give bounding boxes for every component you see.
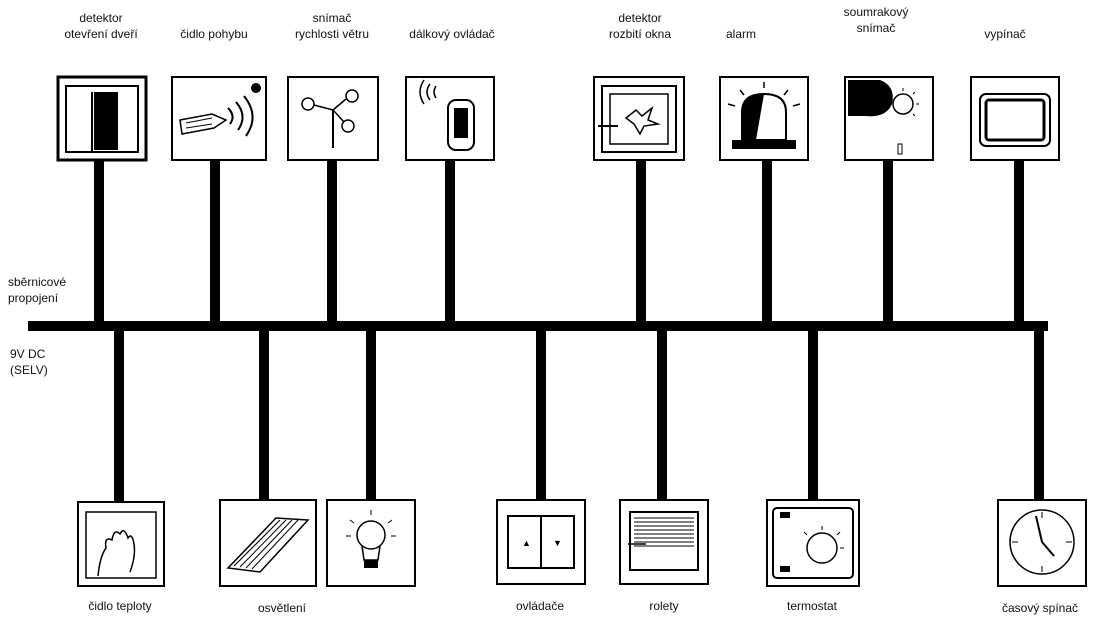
connector-light-panel [259, 326, 269, 500]
bus-label-line: sběrnicové [8, 275, 67, 289]
label-line: rychlosti větru [294, 27, 370, 41]
motion-sensor-icon [171, 76, 267, 161]
label-line: soumrakový [843, 5, 909, 19]
connector-bulb [366, 326, 376, 500]
connector-switch [1014, 160, 1024, 326]
label-line: detektor [618, 11, 662, 25]
label-dusk-sensor: soumrakový snímač [826, 4, 926, 36]
label-line: alarm [725, 27, 756, 41]
label-wind-sensor: snímač rychlosti větru [276, 10, 388, 42]
label-line: detektor [79, 11, 123, 25]
connector-motion [210, 160, 220, 326]
switch-icon [970, 76, 1060, 161]
connector-clock [1034, 326, 1044, 500]
svg-text:▲: ▲ [522, 538, 531, 548]
clock-icon [997, 499, 1087, 587]
label-door-detector: detektor otevření dveří [40, 10, 162, 42]
connector-remote [445, 160, 455, 326]
label-alarm: alarm [705, 10, 777, 42]
connector-dusk [883, 160, 893, 326]
label-motion-sensor: čidlo pohybu [156, 10, 272, 42]
label-temperature-sensor: čidlo teploty [88, 599, 152, 613]
svg-text:▼: ▼ [553, 538, 562, 548]
anemometer-icon [287, 76, 379, 161]
label-switch: vypínač [960, 10, 1050, 42]
top-connectors [94, 160, 1024, 326]
connector-door [94, 160, 104, 326]
alarm-light-icon [719, 76, 809, 161]
label-lighting: osvětlení [257, 601, 307, 615]
bus-label-line: propojení [8, 291, 59, 305]
remote-control-icon [405, 76, 495, 161]
voltage-label: 9V DC (SELV) [10, 346, 48, 378]
voltage-label-line: (SELV) [10, 363, 48, 377]
label-broken-window: detektor rozbití okna [580, 10, 700, 42]
label-blinds: rolety [649, 599, 679, 613]
connector-thermostat [808, 326, 818, 500]
label-time-switch: časový spínač [1001, 601, 1079, 615]
label-line: snímač [856, 21, 896, 35]
label-controls: ovládače [515, 599, 565, 613]
connector-wind [327, 160, 337, 326]
label-line: čidlo pohybu [180, 27, 248, 41]
label-line: dálkový ovládač [409, 27, 495, 41]
label-line: vypínač [984, 27, 1026, 41]
voltage-label-line: 9V DC [10, 347, 46, 361]
connector-controls [536, 326, 546, 500]
label-line: otevření dveří [64, 27, 138, 41]
light-bulb-icon [326, 499, 416, 587]
label-line [156, 10, 272, 26]
label-line [705, 10, 777, 26]
label-line [390, 10, 514, 26]
thermostat-icon [766, 499, 860, 587]
dusk-sensor-icon [844, 76, 934, 161]
label-line: snímač [312, 11, 352, 25]
light-panel-icon [219, 499, 317, 587]
connector-blinds [657, 326, 667, 500]
label-line: rozbití okna [608, 27, 672, 41]
label-remote-control: dálkový ovládač [390, 10, 514, 42]
label-thermostat: termostat [786, 599, 837, 613]
door-icon [56, 75, 148, 162]
connector-alarm [762, 160, 772, 326]
broken-window-icon [593, 76, 685, 161]
temperature-sensor-icon [77, 501, 165, 587]
connector-temperature [114, 326, 124, 516]
connector-broken-window [636, 160, 646, 326]
bottom-connectors [114, 326, 1044, 516]
control-buttons-icon: ▲ ▼ [496, 499, 586, 585]
label-line [960, 10, 1050, 26]
blinds-icon [619, 499, 709, 585]
bus-label: sběrnicové propojení [8, 274, 66, 306]
